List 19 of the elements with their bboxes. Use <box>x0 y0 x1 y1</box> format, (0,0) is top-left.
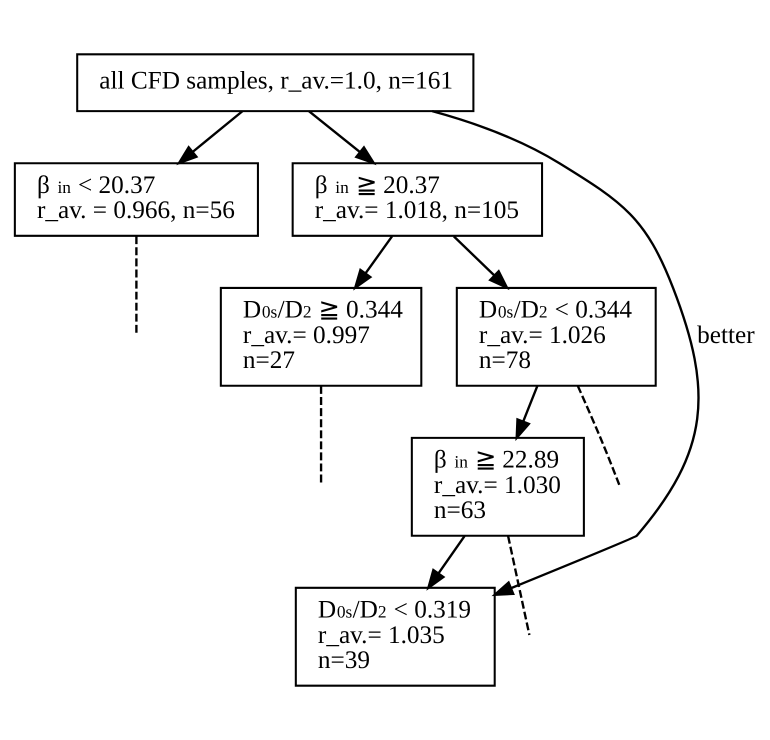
connector <box>135 236 138 336</box>
arrow <box>453 236 510 290</box>
arrow <box>426 535 466 591</box>
arrow <box>176 110 244 166</box>
node-box: β in ≧ 22.89 r_av.= 1.030 n=63 <box>410 436 585 537</box>
node-box: D0s/D2 < 0.344 r_av.= 1.026 n=78 <box>456 286 657 387</box>
node-box: D0s/D2 ≧ 0.344 r_av.= 0.997 n=27 <box>220 286 422 387</box>
connector <box>506 536 531 636</box>
edge-label: better <box>697 320 755 349</box>
node-box: all CFD samples, r_av.=1.0, n=161 <box>76 53 474 112</box>
connector <box>320 386 322 486</box>
connector <box>576 385 620 486</box>
arrow <box>515 386 538 442</box>
node-box: β in ≧ 20.37 r_av.= 1.018, n=105 <box>292 162 544 237</box>
node-box: D0s/D2 < 0.319 r_av.= 1.035 n=39 <box>294 586 496 687</box>
arrow <box>432 110 700 596</box>
arrow <box>308 110 376 166</box>
arrow <box>353 236 394 291</box>
node-box: β in < 20.37 r_av. = 0.966, n=56 <box>14 162 259 237</box>
